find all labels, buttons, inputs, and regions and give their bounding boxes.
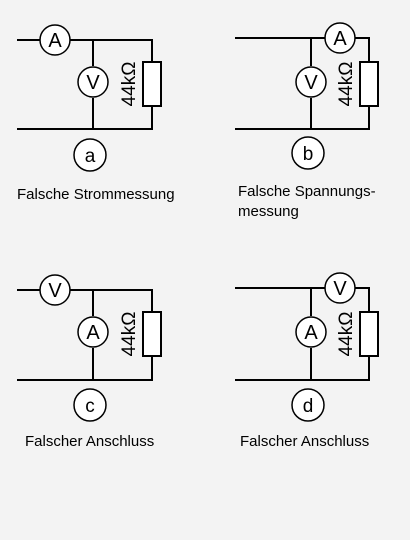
- voltmeter-symbol: [295, 66, 327, 98]
- caption: Falscher Anschluss: [240, 433, 369, 450]
- voltmeter-label: V: [304, 72, 318, 94]
- circuit-letter: a: [85, 146, 96, 167]
- ammeter-label: A: [304, 322, 318, 344]
- ammeter-label: A: [333, 28, 347, 50]
- circuit-letter-circle: [291, 388, 325, 422]
- voltmeter-symbol: [77, 66, 109, 98]
- circuit-d: V A 44kΩ d Falscher Anschluss: [235, 272, 379, 450]
- resistor-value: 44kΩ: [119, 62, 140, 107]
- resistor-value: 44kΩ: [336, 312, 357, 357]
- circuit-letter: c: [85, 396, 95, 417]
- voltmeter-symbol: [324, 272, 356, 304]
- circuit-letter-circle: [73, 138, 107, 172]
- circuit-c: V A 44kΩ c Falscher Anschluss: [17, 274, 162, 450]
- circuit-letter: d: [303, 396, 314, 417]
- ammeter-label: A: [86, 322, 100, 344]
- resistor-value: 44kΩ: [336, 62, 357, 107]
- ammeter-symbol: [324, 22, 356, 54]
- ammeter-symbol: [295, 316, 327, 348]
- caption: Falsche Strommessung: [17, 186, 175, 203]
- voltmeter-symbol: [39, 274, 71, 306]
- circuit-letter: b: [303, 144, 314, 165]
- ammeter-symbol: [39, 24, 71, 56]
- voltmeter-label: V: [86, 72, 100, 94]
- circuit-b: A V 44kΩ b Falsche Spannungs- messung: [235, 22, 379, 220]
- circuit-letter-circle: [291, 136, 325, 170]
- caption-line-2: messung: [238, 203, 299, 220]
- circuit-letter-circle: [73, 388, 107, 422]
- caption-line-1: Falsche Spannungs-: [238, 183, 376, 200]
- circuit-a: A V 44kΩ a Falsche Strommessung: [17, 24, 175, 203]
- ammeter-label: A: [48, 30, 62, 52]
- voltmeter-label: V: [48, 280, 62, 302]
- resistor-symbol: [142, 61, 162, 107]
- voltmeter-label: V: [333, 278, 347, 300]
- ammeter-symbol: [77, 316, 109, 348]
- caption: Falscher Anschluss: [25, 433, 154, 450]
- resistor-symbol: [142, 311, 162, 357]
- resistor-symbol: [359, 311, 379, 357]
- resistor-symbol: [359, 61, 379, 107]
- resistor-value: 44kΩ: [119, 312, 140, 357]
